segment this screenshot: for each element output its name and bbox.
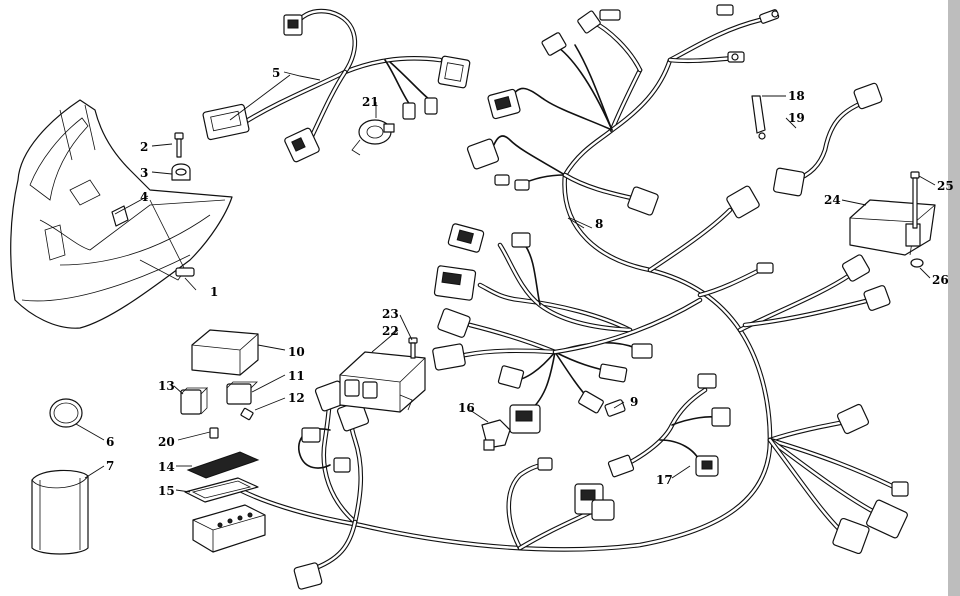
relay-part-11 <box>226 381 258 405</box>
callout-16: 16 <box>458 401 475 415</box>
callout-3: 3 <box>140 166 148 180</box>
gasket-part-15 <box>184 477 259 503</box>
nut-part-26 <box>910 258 924 268</box>
leader-8 <box>569 217 593 229</box>
callout-6: 6 <box>106 435 114 449</box>
cover-part-10 <box>191 329 259 376</box>
fuse-part-12 <box>240 407 254 421</box>
callout-13: 13 <box>158 379 175 393</box>
module-part-22 <box>339 351 426 413</box>
callout-20: 20 <box>158 435 175 449</box>
connector-part-9 <box>604 399 626 417</box>
relay-part-13 <box>180 387 208 415</box>
bolt-part-25 <box>910 171 920 229</box>
callout-7: 7 <box>106 459 114 473</box>
sleeve-part-7 <box>31 469 89 555</box>
sub-harness-part-17 <box>607 373 731 478</box>
screw-part-23 <box>408 337 418 359</box>
callout-19: 19 <box>788 111 805 125</box>
callout-14: 14 <box>158 460 175 474</box>
callout-8: 8 <box>595 217 603 231</box>
callout-11: 11 <box>288 369 305 383</box>
callout-15: 15 <box>158 484 175 498</box>
horn-part-21 <box>351 119 395 156</box>
callout-17: 17 <box>656 473 673 487</box>
callout-12: 12 <box>288 391 305 405</box>
callout-10: 10 <box>288 345 305 359</box>
fuse-part-20 <box>209 427 219 439</box>
callout-22: 22 <box>382 324 399 338</box>
callout-1: 1 <box>210 285 218 299</box>
module-part-24 <box>849 199 936 256</box>
callout-25: 25 <box>937 179 954 193</box>
callout-9: 9 <box>630 395 638 409</box>
callout-26: 26 <box>932 273 949 287</box>
right-edge-strip <box>948 0 960 596</box>
leader-lines <box>75 71 936 493</box>
harness-part-5 <box>202 8 471 163</box>
fuse-panel-part-14 <box>186 451 260 479</box>
callout-18: 18 <box>788 89 805 103</box>
bracket-part-16 <box>481 419 511 451</box>
main-harness-part-8 <box>237 4 909 590</box>
clip-part-3 <box>171 163 191 181</box>
callout-21: 21 <box>362 95 379 109</box>
screw-part-2 <box>174 132 184 158</box>
callout-2: 2 <box>140 140 148 154</box>
clip-part-18 <box>751 95 766 140</box>
clip-part-4 <box>111 205 129 227</box>
ring-part-6 <box>49 398 83 428</box>
callout-labels: 1 2 3 4 5 6 7 8 9 10 11 12 13 14 15 16 1… <box>106 66 954 498</box>
callout-4: 4 <box>140 190 148 204</box>
callout-5: 5 <box>272 66 280 80</box>
leader-5 <box>229 74 291 121</box>
fuse-block <box>192 504 266 553</box>
sensor-harness-part-19 <box>773 82 883 197</box>
callout-24: 24 <box>824 193 841 207</box>
callout-23: 23 <box>382 307 399 321</box>
